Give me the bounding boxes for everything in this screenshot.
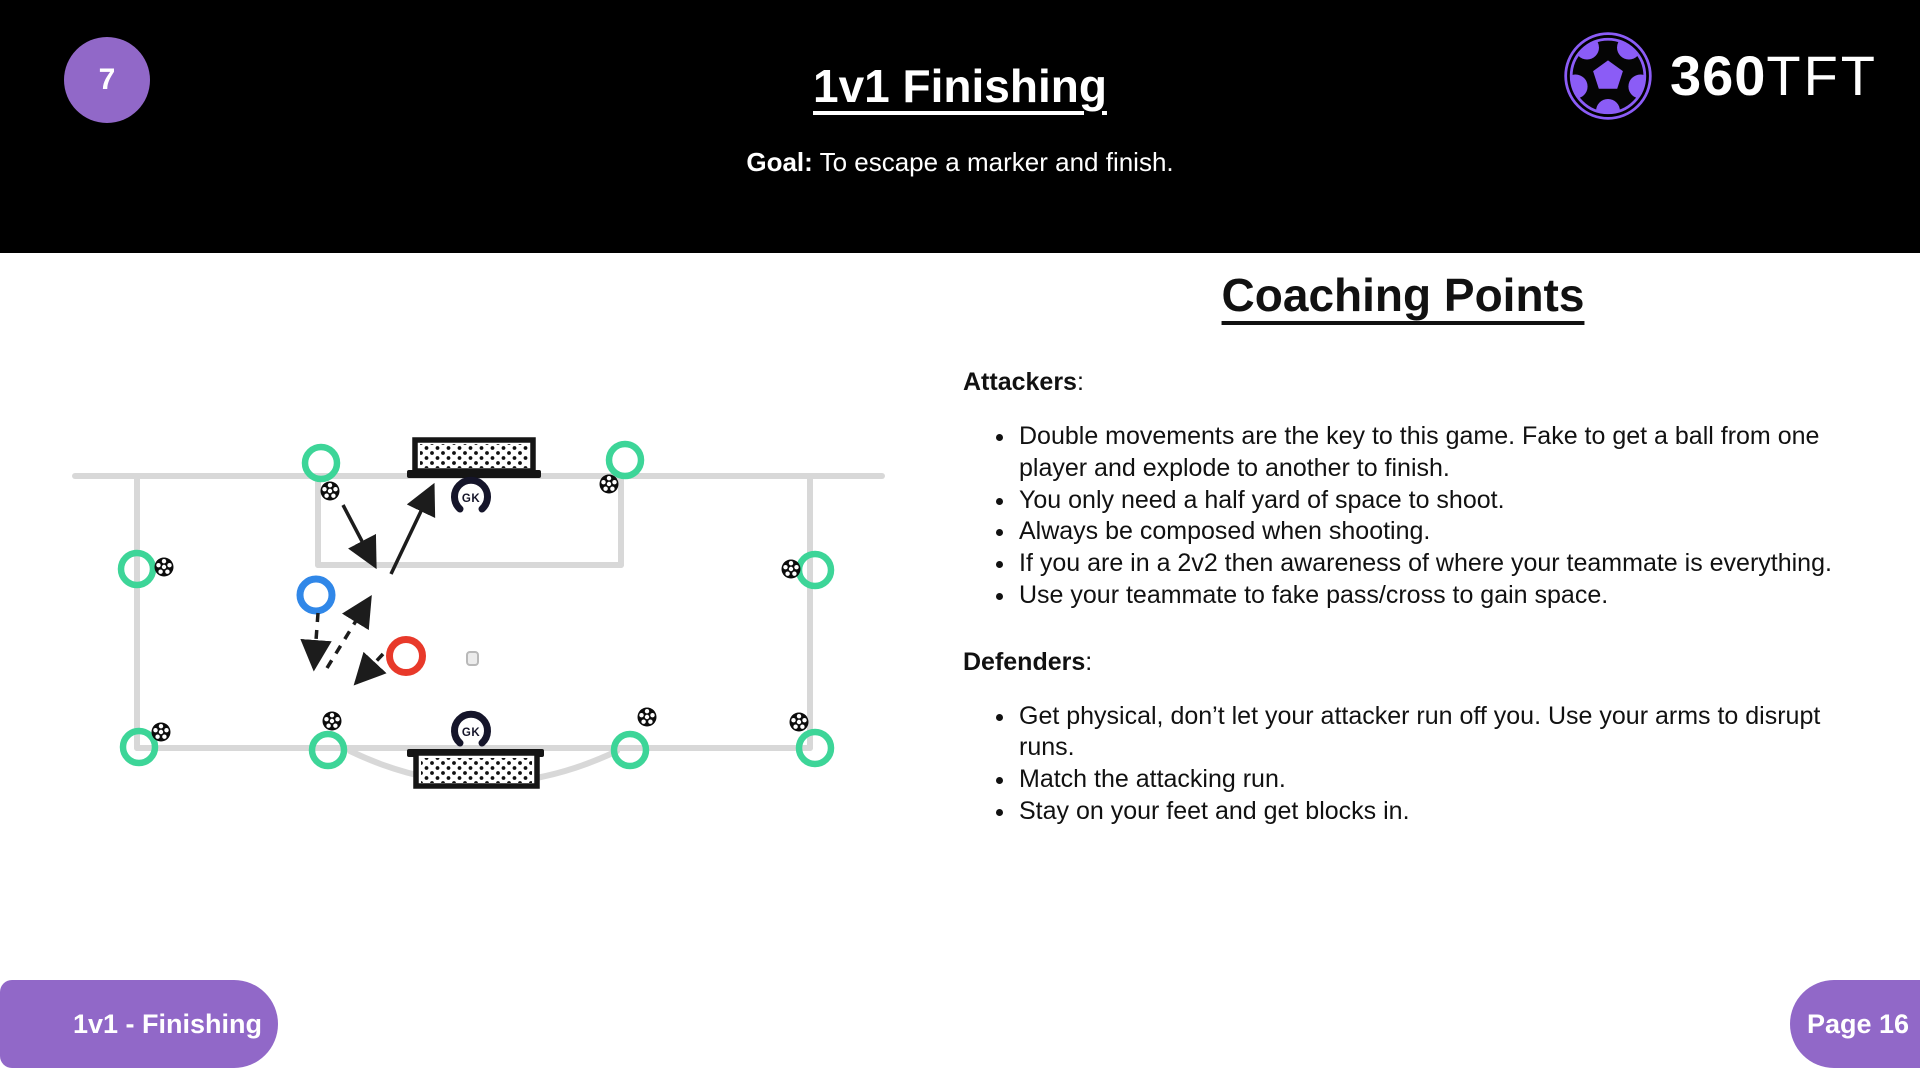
green-player-marker (795, 550, 835, 590)
page-number-badge: 7 (64, 37, 150, 123)
blue-player-marker (296, 575, 336, 615)
green-player-marker (119, 727, 159, 767)
defenders-bullet: Match the attacking run. (1017, 764, 1843, 796)
defenders-bullet-list: Get physical, don’t let your attacker ru… (963, 701, 1843, 828)
logo-text-360: 360 (1669, 44, 1767, 107)
attackers-bullet: If you are in a 2v2 then awareness of wh… (1017, 548, 1843, 580)
footer-drill-name-pill: 1v1 - Finishing (0, 980, 278, 1068)
soccer-ball-icon (320, 481, 340, 501)
run-arrow-dashed (325, 595, 372, 669)
green-player-marker (301, 443, 341, 483)
pass-arrow (341, 504, 377, 570)
brand-logo: 360TFT (1562, 30, 1878, 122)
green-player-marker (117, 549, 157, 589)
footer-page-number-pill: Page 16 (1790, 980, 1920, 1068)
page-title: 1v1 Finishing (813, 60, 1107, 112)
gk-icon-bottom: GK (451, 710, 491, 747)
soccer-ball-icon (599, 474, 619, 494)
footer-drill-name: 1v1 - Finishing (72, 1008, 262, 1039)
title-block: 1v1 Finishing Goal: To escape a marker a… (300, 60, 1620, 178)
bottom-goal (407, 749, 544, 789)
attackers-label-text: Attackers (963, 368, 1077, 396)
badge-number: 7 (98, 63, 116, 96)
attackers-bullet: Double movements are the key to this gam… (1017, 421, 1843, 485)
green-player-marker (795, 728, 835, 768)
coaching-points-heading: Coaching Points (1221, 269, 1585, 321)
defenders-bullet: Get physical, don’t let your attacker ru… (1017, 701, 1843, 765)
logo-text-tft: TFT (1766, 44, 1878, 107)
run-arrow-dashed (300, 612, 332, 672)
attackers-label: Attackers: (963, 368, 1843, 397)
coaching-points-panel: Coaching Points Attackers: Double moveme… (963, 268, 1843, 828)
soccer-ball-icon (637, 707, 657, 727)
header-bar: 7 1v1 Finishing Goal: To escape a marker… (0, 0, 1920, 253)
defenders-label: Defenders: (963, 648, 1843, 677)
soccer-ball-icons (151, 474, 809, 742)
shot-arrow (389, 482, 436, 575)
svg-text:GK: GK (462, 727, 480, 739)
gk-icon-top: GK (451, 476, 491, 513)
defenders-bullet: Stay on your feet and get blocks in. (1017, 796, 1843, 828)
top-goal (407, 437, 541, 478)
defenders-label-text: Defenders (963, 647, 1086, 676)
soccer-ball-icon (154, 557, 174, 577)
goal-text: To escape a marker and finish. (819, 146, 1174, 177)
soccer-ball-icon (322, 711, 342, 731)
attackers-bullet-list: Double movements are the key to this gam… (963, 421, 1843, 612)
green-player-markers (117, 440, 835, 770)
soccer-ball-icon (781, 559, 801, 579)
attackers-label-colon: : (1076, 368, 1084, 396)
run-arrow-dashed (353, 651, 387, 686)
brand-logo-text: 360TFT (1670, 48, 1878, 104)
green-player-marker (610, 730, 650, 770)
red-player-marker (386, 636, 426, 676)
green-player-marker (605, 440, 645, 480)
soccer-ball-icon (789, 712, 809, 732)
attackers-bullet: Use your teammate to fake pass/cross to … (1017, 580, 1843, 612)
green-player-marker (308, 730, 348, 770)
footer-page-number: Page 16 (1806, 1008, 1910, 1039)
soccer-ball-icon (151, 722, 171, 742)
soccer-ball-logo-icon (1564, 32, 1652, 120)
attackers-bullet: Always be composed when shooting. (1017, 516, 1843, 548)
cone-marker (466, 651, 479, 666)
svg-text:GK: GK (462, 493, 480, 505)
goal-label: Goal: (746, 146, 813, 177)
goal-subtitle: Goal: To escape a marker and finish. (300, 147, 1620, 178)
defenders-label-colon: : (1085, 647, 1093, 676)
attackers-bullet: You only need a half yard of space to sh… (1017, 485, 1843, 517)
